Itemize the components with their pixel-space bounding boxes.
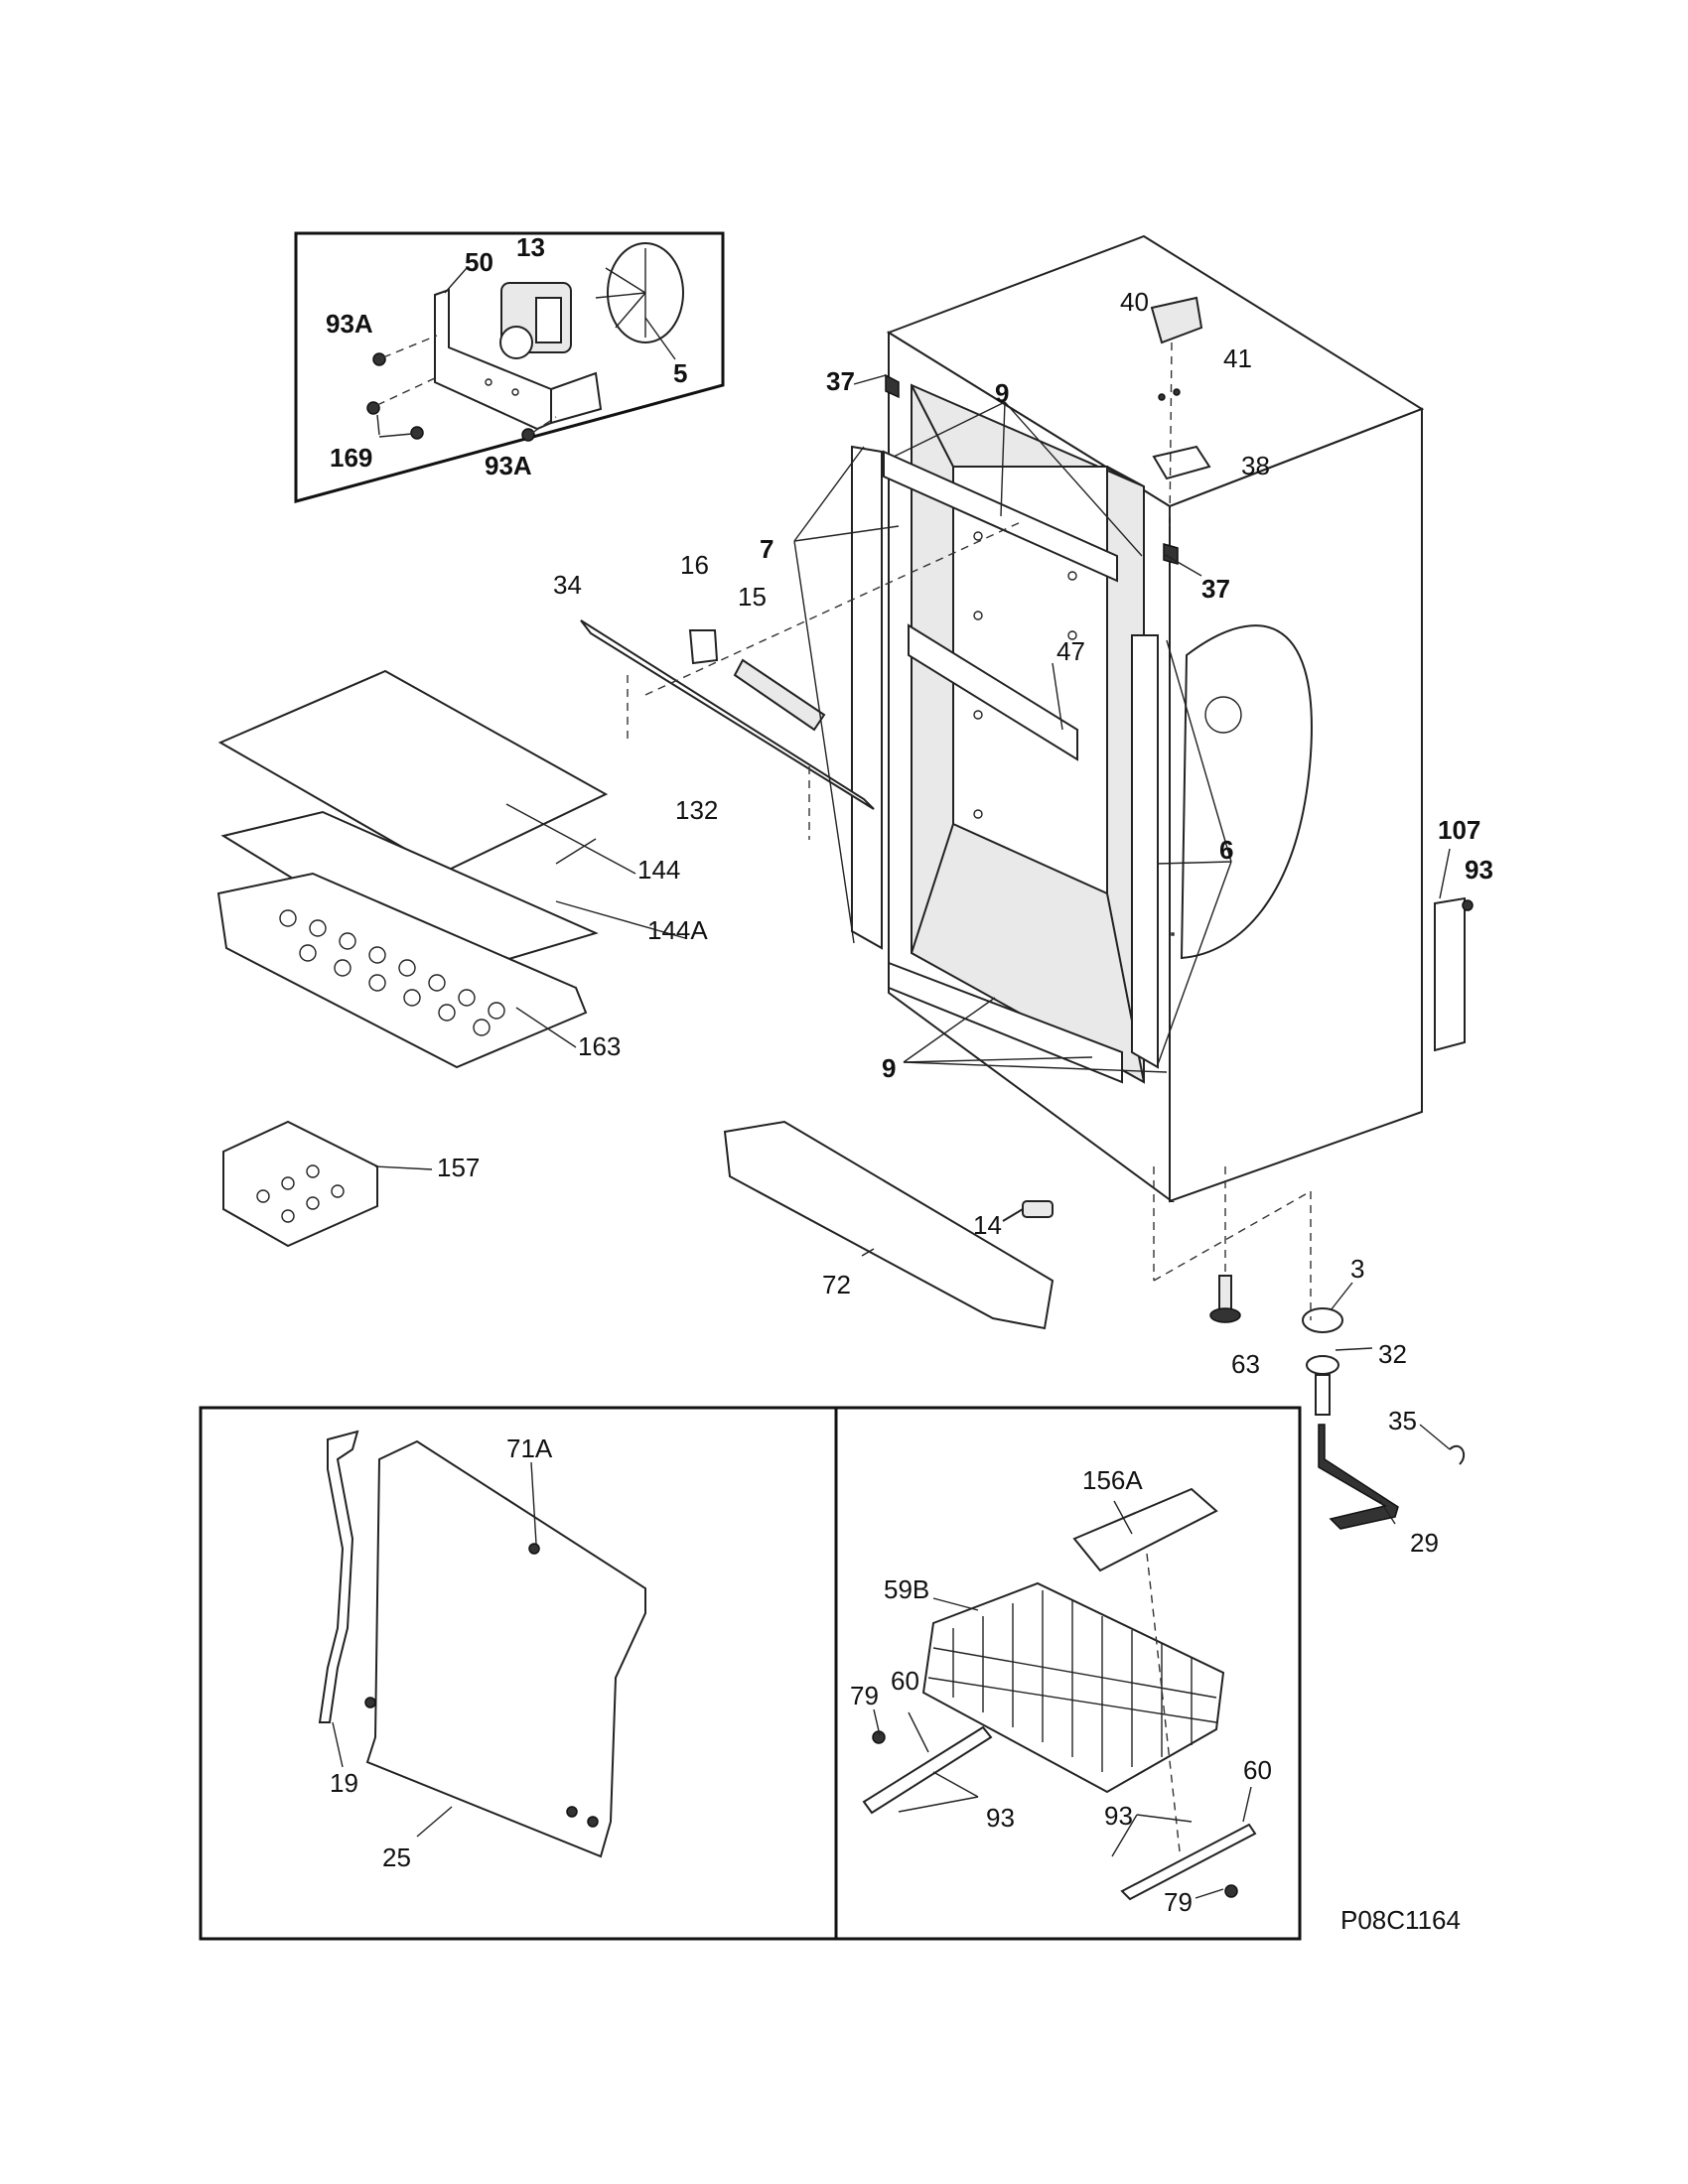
label-132: 132	[675, 795, 718, 825]
label-71a: 71A	[506, 1433, 553, 1463]
label-40: 40	[1120, 287, 1149, 317]
label-59b: 59B	[884, 1574, 929, 1604]
part-7-left-frame-rail	[851, 445, 883, 950]
label-29: 29	[1410, 1528, 1439, 1558]
label-9-top: 9	[995, 378, 1009, 408]
label-93a-top: 93A	[326, 309, 373, 339]
freezer-shelves	[216, 669, 609, 1069]
label-72: 72	[822, 1270, 851, 1299]
label-60-left: 60	[891, 1666, 919, 1696]
freezer-cabinet	[851, 234, 1474, 1203]
label-3: 3	[1350, 1254, 1364, 1284]
part-29-lock-rod	[1318, 1424, 1399, 1530]
part-14-switch	[1022, 1200, 1054, 1218]
part-59b-wire-basket	[921, 1581, 1225, 1794]
part-40-hinge-cover	[1150, 296, 1203, 344]
part-60-right-basket-slide	[1120, 1823, 1257, 1901]
part-72-toe-grille	[723, 1120, 1055, 1330]
part-50-bracket	[434, 288, 603, 431]
label-37-top: 37	[826, 366, 855, 396]
label-19: 19	[330, 1768, 358, 1798]
label-13: 13	[516, 232, 545, 262]
label-14: 14	[973, 1210, 1002, 1240]
label-79-right: 79	[1164, 1887, 1193, 1917]
part-9-top-frame-rail	[883, 450, 1118, 583]
label-38: 38	[1241, 451, 1270, 480]
part-labels: 50 13 93A 5 169 93A 37 9 40 41 38 37 7 3…	[326, 232, 1493, 1917]
part-38-top-hinge	[1152, 445, 1211, 480]
light-assembly	[580, 520, 1024, 840]
part-5-fan-blade	[595, 242, 684, 343]
label-156a: 156A	[1082, 1465, 1143, 1495]
cabinet-side-disc	[1180, 624, 1313, 960]
label-6: 6	[1219, 835, 1233, 865]
part-156a-basket-divider	[1072, 1487, 1218, 1572]
label-107: 107	[1438, 815, 1480, 845]
label-93a-bottom: 93A	[485, 451, 532, 480]
part-15-light-bulb	[733, 658, 826, 732]
label-60-right: 60	[1243, 1755, 1272, 1785]
label-41: 41	[1223, 343, 1252, 373]
leader-lines	[332, 374, 1451, 1899]
label-169: 169	[330, 443, 372, 473]
label-5: 5	[673, 358, 687, 388]
part-3-knob	[1302, 1307, 1343, 1333]
label-15: 15	[738, 582, 767, 612]
label-50: 50	[465, 247, 493, 277]
fan-motor-inset-frame	[294, 231, 725, 503]
part-19-trim-strip	[318, 1430, 359, 1723]
part-37-corner-cap-top	[885, 373, 900, 399]
part-60-left-basket-slide	[862, 1725, 993, 1815]
part-157-door-bin	[222, 1120, 378, 1248]
bottom-right-inset-frame	[834, 1406, 1302, 1941]
label-63: 63	[1231, 1349, 1260, 1379]
cabinet-liner-holes	[973, 531, 1077, 819]
label-32: 32	[1378, 1339, 1407, 1369]
label-93-basket-left: 93	[986, 1803, 1015, 1833]
bottom-right-inset	[834, 1406, 1302, 1941]
part-35-clip	[1449, 1444, 1466, 1465]
drawing-code: P08C1164	[1340, 1905, 1461, 1935]
bottom-left-inset	[199, 1406, 838, 1941]
part-13-fan-motor	[499, 282, 572, 359]
label-9-bottom: 9	[882, 1053, 896, 1083]
label-163: 163	[578, 1031, 621, 1061]
part-6-right-frame-rail	[1131, 634, 1159, 1069]
label-47: 47	[1056, 636, 1085, 666]
part-25-liner-panel	[365, 1439, 646, 1858]
part-47-shelf-rail	[908, 623, 1078, 761]
fan-motor-screws	[366, 352, 535, 442]
part-144-wire-shelf	[217, 669, 609, 874]
label-93-basket-right: 93	[1104, 1801, 1133, 1831]
label-16: 16	[680, 550, 709, 580]
label-34: 34	[553, 570, 582, 600]
part-107-back-panel	[1434, 896, 1466, 1052]
label-25: 25	[382, 1843, 411, 1872]
label-37-right: 37	[1201, 574, 1230, 604]
label-35: 35	[1388, 1406, 1417, 1435]
part-34-light-shield	[580, 619, 875, 810]
top-hinge-assembly	[1150, 296, 1211, 936]
label-93-right: 93	[1465, 855, 1493, 885]
label-157: 157	[437, 1153, 480, 1182]
lower-small-parts	[1002, 1166, 1466, 1530]
part-16-light-socket	[688, 629, 719, 665]
part-163-holes	[279, 909, 505, 1036]
label-7: 7	[760, 534, 774, 564]
part-32-lock-cylinder	[1306, 1355, 1339, 1375]
label-144a: 144A	[647, 915, 708, 945]
label-144: 144	[637, 855, 680, 885]
fan-motor-inset	[294, 231, 725, 503]
part-9-bottom-frame-rail	[888, 961, 1123, 1084]
label-79-left: 79	[850, 1681, 879, 1710]
